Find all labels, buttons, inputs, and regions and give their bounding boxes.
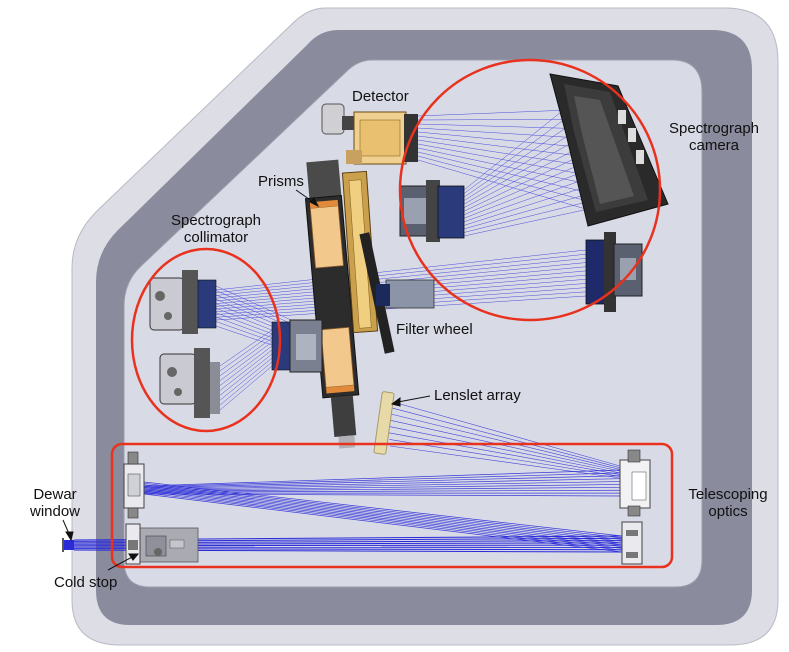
camera-beam-ray	[417, 109, 571, 117]
label-dewar-window-line-1: Dewar	[33, 486, 77, 503]
collimator-beam-ray	[215, 258, 587, 296]
label-spectrograph-collimator: Spectrograph collimator	[160, 212, 272, 246]
lenslet-beam-ray	[387, 412, 621, 470]
lenslet-beam-ray	[389, 445, 621, 479]
camera-beam-ray	[417, 135, 582, 157]
camera-beam-ray	[417, 155, 594, 203]
lenslet-beam-ray	[387, 419, 621, 472]
collimator-beam-ray	[219, 353, 273, 396]
label-spectrograph-collimator-line-2: collimator	[183, 229, 249, 246]
collimator-lens-lower-icon	[159, 348, 220, 418]
filter-wheel-assembly	[341, 170, 435, 354]
cold-chamber	[123, 59, 703, 588]
collimator-beam-ray	[219, 341, 273, 381]
lenslet-beam-ray	[389, 439, 621, 477]
camera-highlight-circle	[398, 58, 662, 322]
label-spectrograph-camera-line-2: camera	[688, 137, 740, 154]
highlight-outlines	[110, 58, 674, 569]
collimator-beam-ray	[219, 333, 273, 372]
label-dewar-window: Dewar window	[20, 486, 90, 520]
camera-beam-ray	[417, 139, 585, 166]
collimator-beam-ray	[219, 357, 273, 401]
collimator-beam-ray	[219, 337, 273, 376]
label-spectrograph-collimator-line-1: Spectrograph	[170, 212, 262, 229]
telescope-beam-ray	[143, 493, 621, 497]
label-telescoping-optics-line-1: Telescoping	[688, 486, 768, 503]
camera-beam-ray	[417, 123, 575, 129]
camera-beam-ray	[417, 143, 587, 176]
collimator-beam-ray	[215, 249, 587, 291]
telescope-beam-ray	[143, 484, 623, 540]
cold-stop-assembly	[139, 527, 199, 563]
collimator-beam-ray	[215, 253, 587, 293]
camera-lens-upper-icon	[399, 180, 465, 242]
telescope-beam-ray	[143, 475, 621, 489]
label-filter-wheel: Filter wheel	[396, 321, 473, 338]
label-cold-stop: Cold stop	[54, 574, 118, 591]
leader-lines	[62, 189, 431, 571]
label-telescoping-optics: Telescoping optics	[678, 486, 778, 520]
label-dewar-window-line-2: window	[29, 503, 81, 520]
telescoping-highlight-box	[110, 442, 674, 569]
camera-beam-ray	[463, 99, 577, 191]
telescoping-mirror-left-top	[123, 451, 145, 519]
telescoping-mirror-right-top	[619, 449, 651, 517]
telescope-beam-ray	[143, 469, 621, 487]
collimator-beam-ray	[219, 361, 273, 406]
camera-beam-ray	[417, 159, 597, 213]
collimator-beam-ray	[219, 349, 273, 391]
label-spectrograph-camera-line-1: Spectrograph	[668, 120, 760, 137]
telescope-beam-ray	[143, 478, 621, 490]
label-prisms: Prisms	[258, 173, 304, 190]
collimator-lens-middle-icon	[271, 319, 323, 373]
telescoping-mirror-right-bottom	[621, 521, 643, 565]
telescope-beam-ray	[143, 482, 623, 539]
telescope-beam-ray	[143, 481, 621, 490]
label-spectrograph-camera: Spectrograph camera	[658, 120, 770, 154]
telescope-beam-ray	[143, 484, 621, 491]
telescope-beam-ray	[143, 489, 621, 493]
camera-beam-ray	[417, 131, 580, 148]
telescope-beam-ray	[143, 489, 623, 548]
camera-beam-ray	[417, 127, 578, 139]
detector-icon	[321, 103, 418, 165]
telescope-beam-ray	[143, 488, 623, 546]
telescope-beam-ray	[143, 490, 623, 549]
camera-lens-lower-icon	[585, 232, 643, 312]
telescope-beam-ray	[143, 492, 623, 551]
telescope-beam-ray	[143, 486, 623, 544]
telescope-beam-ray	[143, 486, 621, 492]
lenslet-beam-ray	[388, 425, 621, 474]
camera-beam-ray	[417, 119, 573, 121]
lenslet-beam-ray	[385, 399, 621, 467]
label-telescoping-optics-line-2: optics	[708, 503, 748, 520]
camera-beam-ray	[417, 147, 589, 185]
lenslet-array-element	[373, 391, 395, 455]
telescope-beam-ray	[143, 485, 623, 542]
collimator-highlight-ellipse	[130, 247, 282, 433]
label-detector: Detector	[352, 88, 409, 105]
lenslet-beam-ray	[386, 406, 621, 469]
collimator-beam-ray	[219, 329, 273, 367]
collimator-beam-ray	[219, 365, 273, 411]
collimator-lens-upper-icon	[149, 270, 217, 334]
telescope-beam-ray	[143, 472, 621, 488]
label-lenslet-array: Lenslet array	[434, 387, 521, 404]
lenslet-beam-ray	[388, 432, 621, 475]
camera-beam-ray	[417, 151, 592, 194]
collimator-beam-ray	[219, 345, 273, 386]
telescope-beam-ray	[143, 493, 623, 553]
dewar-window-element	[64, 540, 74, 550]
